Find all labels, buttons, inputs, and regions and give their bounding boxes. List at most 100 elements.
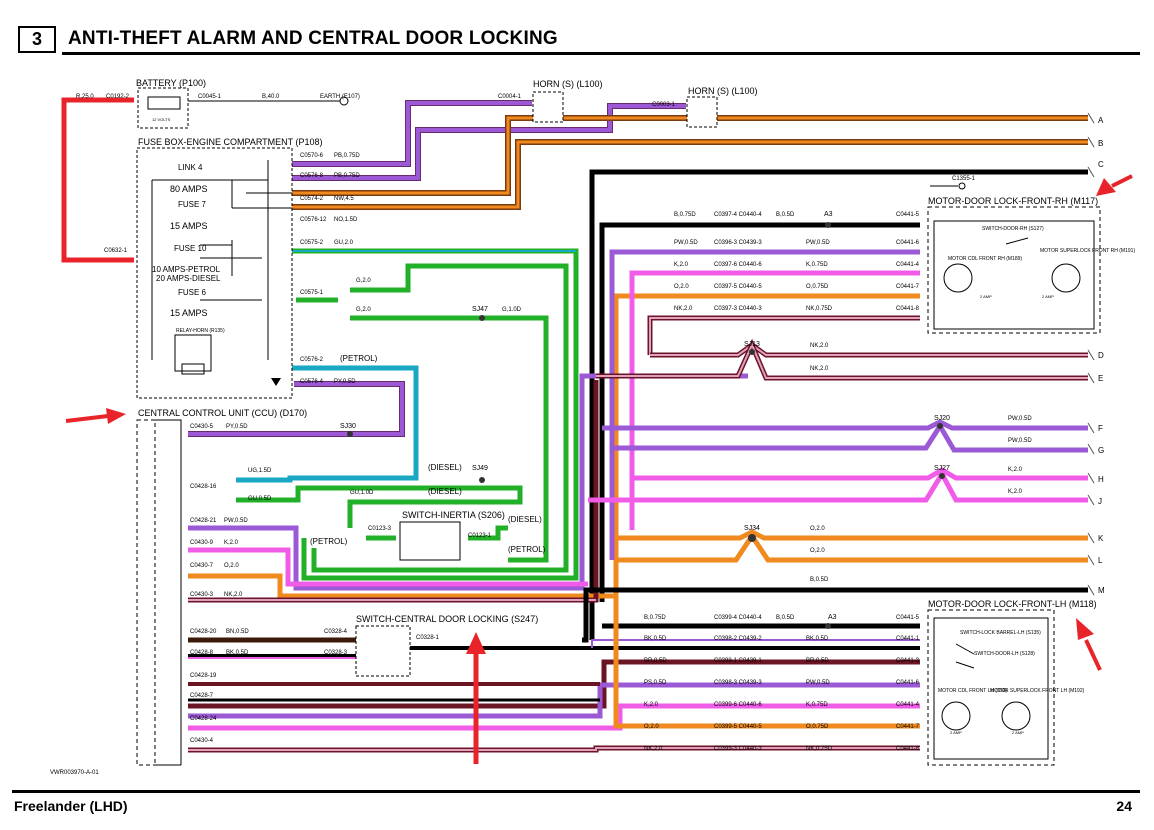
lbl-c0570: C0570-6: [300, 153, 324, 159]
lbl-c0430-3: C0430-3: [190, 592, 214, 598]
fuse-2-name: FUSE 10: [174, 244, 207, 253]
rh-row-pin: C0441-5: [896, 212, 920, 218]
inertia-label: SWITCH-INERTIA (S206): [402, 510, 505, 520]
lbl-sj34: SJ34: [744, 525, 760, 532]
ref-code: VWR003970-A-01: [50, 770, 99, 776]
lbl-nk20a: NK,2.0: [810, 343, 829, 349]
footer-model: Freelander (LHD): [14, 798, 128, 814]
lh-row-conn: C0399-3 C0440-3: [714, 746, 762, 752]
rh-row-conn: C0397-3 C0440-3: [714, 306, 762, 312]
lbl-b05: B,0.5D: [810, 577, 829, 583]
wire-e: [596, 338, 1088, 381]
wire-rh-pw: [609, 249, 920, 560]
lh-row-conn: C0398-1 C0439-1: [714, 658, 762, 664]
wire-cyan-ug: [236, 365, 419, 483]
door-lh-box: [927, 609, 1055, 766]
lbl-c0328-4: C0328-4: [324, 629, 348, 635]
rh-row-left: PW,0.5D: [674, 240, 698, 246]
horn2-box: [686, 96, 718, 128]
fuse-3-rating: 15 AMPS: [170, 308, 208, 318]
lbl-no15: NO,1.5D: [334, 217, 358, 223]
lbl-r25: R,25.0: [76, 94, 94, 100]
fuse-3-name: FUSE 6: [178, 288, 207, 297]
lbl-c0428-16: C0428-16: [190, 484, 217, 490]
lh-row-left: O,2.0: [644, 724, 659, 730]
wire-purple-horn1: [292, 100, 532, 167]
lbl-c0003: C0003-1: [652, 102, 676, 108]
amp-rh2: 2 AMP: [1042, 294, 1054, 299]
rh-row-left: NK,2.0: [674, 306, 693, 312]
lbl-c0428-24: C0428-24: [190, 716, 217, 722]
terminal-d: D: [1098, 351, 1104, 360]
lh-row-pin: C0441-5: [896, 615, 920, 621]
wire-rh-nk: [647, 315, 920, 355]
lbl-c0004: C0004-1: [498, 94, 522, 100]
lbl-g10: G,1.0D: [502, 307, 522, 313]
terminal-f: F: [1098, 424, 1103, 433]
lh-row-left: BR,0.5D: [644, 658, 667, 664]
terminal-k: K: [1098, 534, 1104, 543]
rh-row-right: B,0.5D: [776, 212, 795, 218]
section-number: 3: [18, 26, 56, 53]
wire-rh-k: [629, 270, 920, 530]
lh-row-left: PS,0.5D: [644, 680, 667, 686]
motor-superlock-lh: MOTOR SUPERLOCK FRONT LH (M192): [990, 688, 1085, 694]
lbl-sj49: SJ49: [472, 465, 488, 472]
lbl-c0045: C0045-1: [198, 94, 222, 100]
earth-terminal: [339, 96, 349, 106]
lbl-gu20: GU,2.0: [334, 240, 354, 246]
c1355-terminal: [958, 182, 966, 190]
horn2-label: HORN (S) (L100): [688, 86, 758, 96]
rh-row-conn: C0397-4 C0440-4: [714, 212, 762, 218]
lbl-c0430-5: C0430-5: [190, 424, 214, 430]
page-number: 24: [1116, 798, 1132, 814]
lbl-pb075a: PB,0.75D: [334, 153, 360, 159]
lbl-c0428-8: C0428-8: [190, 650, 214, 656]
lbl-o20b: O,2.0: [810, 548, 825, 554]
lh-row-right: O,0.75D: [806, 724, 829, 730]
wire-lh-bk-pink: [591, 639, 920, 648]
rh-row-conn: C0397-6 C0440-6: [714, 262, 762, 268]
terminal-ticks: [1087, 112, 1095, 596]
fuse-2-rating: 10 AMPS-PETROL: [152, 265, 221, 274]
wire-rh-nk-inner: [649, 317, 920, 355]
lbl-c0576-8: C0576-8: [300, 173, 324, 179]
lh-row-right: NK,0.75D: [806, 746, 833, 752]
wire-brown-b-inner: [292, 140, 1088, 209]
lbl-sj30: SJ30: [340, 423, 356, 430]
lbl-petrol3: (PETROL): [508, 545, 546, 554]
fusebox-label: FUSE BOX-ENGINE COMPARTMENT (P108): [138, 137, 323, 147]
wire-e-inner: [596, 342, 1088, 379]
amp-lh2: 2 AMP: [1012, 730, 1024, 735]
lh-row-left: K,2.0: [644, 702, 659, 708]
lbl-diesel2: (DIESEL): [428, 487, 462, 496]
wire-green-diesel: [236, 485, 523, 528]
lh-row-conn: C0399-5 C0440-5: [714, 724, 762, 730]
footer-rule: [12, 790, 1140, 793]
motor-superlock-rh: MOTOR SUPERLOCK FRONT RH (M191): [1040, 248, 1135, 254]
rh-row-conn: C0396-3 C0439-3: [714, 240, 762, 246]
lh-row-conn: C0398-2 C0439-2: [714, 636, 762, 642]
wire-lh-nk-inner: [188, 747, 920, 751]
lh-row-conn: C0398-3 C0439-3: [714, 680, 762, 686]
terminal-l: L: [1098, 556, 1103, 565]
rh-row-conn: C0397-5 C0440-5: [714, 284, 762, 290]
rh-row-pin: C0441-8: [896, 306, 920, 312]
lbl-c0428-20: C0428-20: [190, 629, 217, 635]
battery-label: BATTERY (P100): [136, 78, 206, 88]
lh-row-left: NK,2.0: [644, 746, 663, 752]
page-title: ANTI-THEFT ALARM AND CENTRAL DOOR LOCKIN…: [68, 28, 558, 49]
lh-row-pin: C0441-3: [896, 658, 920, 664]
wire-o: [188, 293, 920, 599]
wire-black-rh: [599, 222, 920, 602]
motor-cdl-lh: MOTOR CDL FRONT LH (190): [938, 688, 1007, 694]
lh-row-pin: C0441-7: [896, 724, 920, 730]
wire-green-g2: [311, 263, 569, 573]
lbl-nk20b: NK,2.0: [810, 366, 829, 372]
ground-arrow: [271, 378, 281, 386]
lh-row-conn: C0399-4 C0440-4: [714, 615, 762, 621]
wire-k-term: [616, 529, 1088, 541]
lbl-earth: EARTH (E107): [320, 94, 360, 100]
lbl-diesel1: (DIESEL): [428, 463, 462, 472]
lbl-c0574: C0574-2: [300, 196, 324, 202]
